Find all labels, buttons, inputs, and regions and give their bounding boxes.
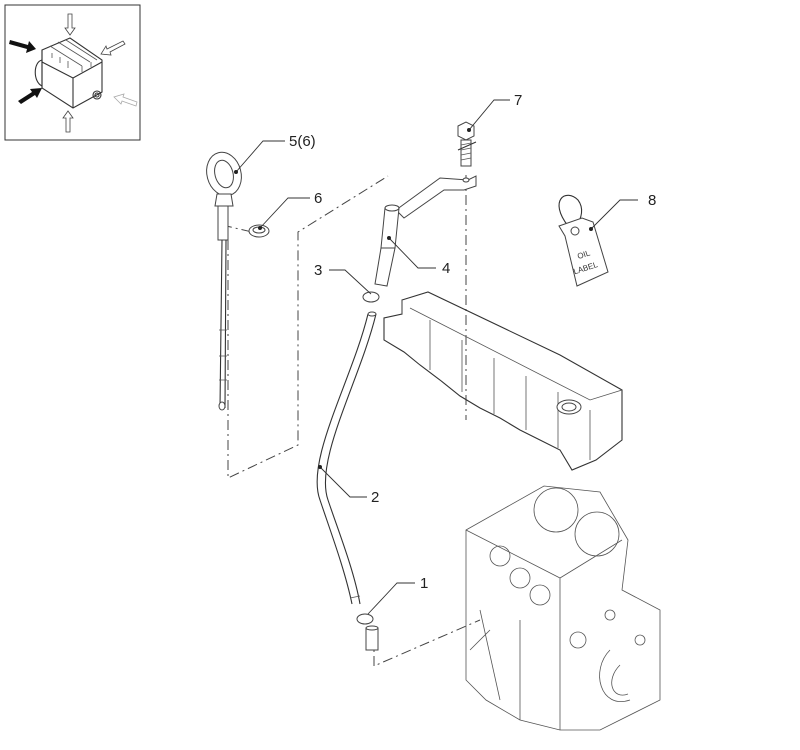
callout-3: 3 [314, 262, 322, 279]
leader-lines [234, 99, 638, 615]
dipstick [206, 151, 242, 411]
engine-orientation-icon [4, 4, 141, 141]
dipstick-tube [316, 311, 377, 605]
seal-ring-upper [362, 291, 380, 303]
tag-text-line1: OIL [576, 248, 592, 261]
callout-8: 8 [648, 192, 656, 209]
callout-2: 2 [371, 489, 379, 506]
bolt [457, 121, 477, 167]
callout-6: 6 [314, 190, 322, 207]
arrow-left-bottom-icon [18, 88, 42, 104]
assembly-centerlines [221, 175, 481, 667]
callout-4: 4 [442, 260, 450, 277]
callout-7: 7 [514, 92, 522, 109]
arrow-bottom-icon [62, 110, 74, 133]
arrow-right-bottom-icon [113, 93, 138, 107]
arrow-right-top-icon [100, 40, 126, 56]
engine-block [465, 485, 661, 731]
seal-ring-lower [356, 613, 379, 651]
callout-labels: 5(6) 6 7 8 4 3 2 1 [289, 92, 656, 592]
oil-label-tag: OIL LABEL [558, 194, 609, 287]
callout-1: 1 [420, 575, 428, 592]
callout-5: 5(6) [289, 133, 316, 150]
tube-bracket [374, 175, 477, 287]
arrow-left-top-icon [9, 40, 36, 53]
arrow-top-icon [64, 13, 76, 36]
rocker-cover [383, 291, 623, 471]
